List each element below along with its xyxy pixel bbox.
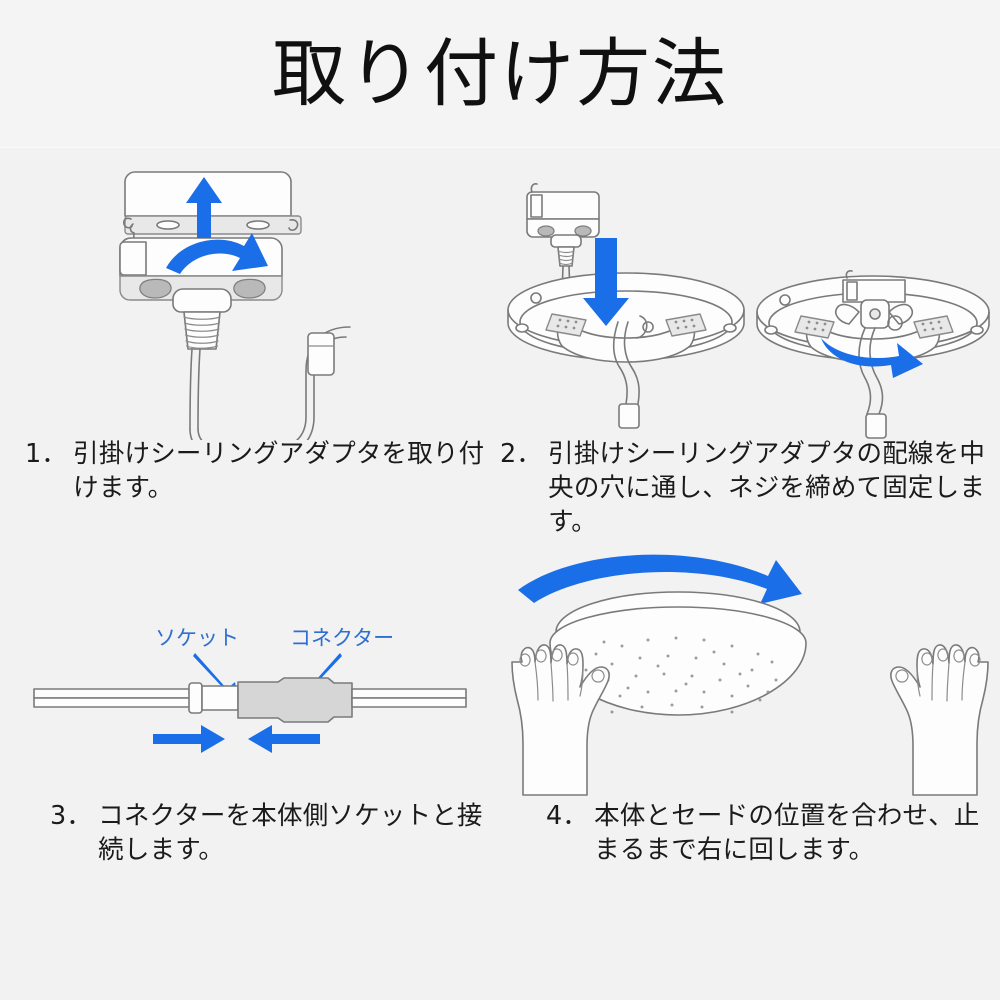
step-3: ソケット コネクター xyxy=(0,550,500,950)
shade-texture xyxy=(578,636,778,714)
header-divider xyxy=(0,147,1000,150)
step-4-number: 4． xyxy=(546,801,589,831)
step-2-text: 引掛けシーリングアダプタの配線を中央の穴に通し、ネジを締めて固定します。 xyxy=(548,439,986,537)
step-4: 4． 本体とセードの位置を合わせ、止まるまで右に回します。 xyxy=(500,550,1000,950)
step-2-caption: 2． 引掛けシーリングアダプタの配線を中央の穴に通し、ネジを締めて固定します。 xyxy=(500,438,990,540)
up-arrow xyxy=(186,177,222,238)
step-4-caption: 4． 本体とセードの位置を合わせ、止まるまで右に回します。 xyxy=(546,800,996,868)
rotate-arrow xyxy=(166,233,268,274)
step-3-number: 3． xyxy=(50,801,93,831)
push-right-arrow xyxy=(153,725,225,753)
page-title: 取り付け方法 xyxy=(272,31,728,117)
tighten-rotate-arrow xyxy=(821,338,923,378)
page-header: 取り付け方法 xyxy=(0,0,1000,148)
shade-rotate-arrow xyxy=(518,554,802,604)
left-hand xyxy=(511,644,610,796)
step-3-caption: 3． コネクターを本体側ソケットと接続します。 xyxy=(50,800,500,868)
step-2: 2． 引掛けシーリングアダプタの配線を中央の穴に通し、ネジを締めて固定します。 xyxy=(500,150,1000,550)
push-left-arrow xyxy=(248,725,320,753)
shade-attach-figure xyxy=(500,550,1000,800)
steps-grid: 1． 引掛けシーリングアダプタを取り付けます。 xyxy=(0,150,1000,1000)
step-1-text: 引掛けシーリングアダプタを取り付けます。 xyxy=(73,439,485,503)
connector-label: コネクター xyxy=(290,626,394,650)
step-1-number: 1． xyxy=(25,439,68,469)
right-hand xyxy=(890,644,989,796)
connector-socket-figure: ソケット コネクター xyxy=(0,550,500,800)
ceiling-adapter-mount-figure xyxy=(0,150,500,440)
step-2-number: 2． xyxy=(500,439,543,469)
adapter-into-fixture-figure xyxy=(500,150,1000,440)
step-3-text: コネクターを本体側ソケットと接続します。 xyxy=(98,801,483,865)
socket-label: ソケット xyxy=(155,626,239,650)
down-arrow xyxy=(583,238,629,326)
lower-adapter-subfigure xyxy=(507,183,745,429)
step-1: 1． 引掛けシーリングアダプタを取り付けます。 xyxy=(0,150,500,550)
step-4-text: 本体とセードの位置を合わせ、止まるまで右に回します。 xyxy=(594,801,980,865)
step-1-caption: 1． 引掛けシーリングアダプタを取り付けます。 xyxy=(25,438,485,506)
tighten-screw-subfigure xyxy=(756,270,990,439)
